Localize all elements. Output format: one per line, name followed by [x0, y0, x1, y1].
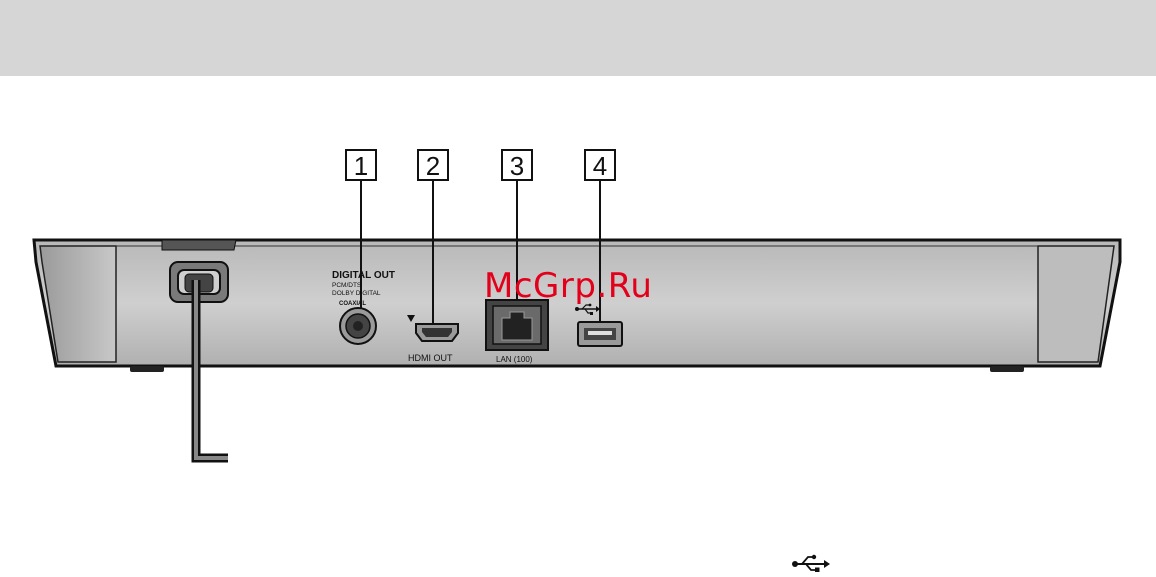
watermark-text: McGrp.Ru	[484, 266, 652, 306]
callout-3-label: 3	[510, 151, 524, 181]
hdmi-out-label: HDMI OUT	[408, 353, 453, 363]
usb-icon	[792, 552, 832, 577]
callout-2-label: 2	[426, 151, 440, 181]
coaxial-label: COAXIAL	[339, 301, 366, 307]
digital-out-label: DIGITAL OUT	[332, 270, 395, 281]
callout-4-label: 4	[593, 151, 607, 181]
lan-label: LAN (100)	[496, 355, 533, 364]
callout-1-label: 1	[354, 151, 368, 181]
digital-out-sub2: DOLBY DIGITAL	[332, 290, 381, 297]
digital-out-sub1: PCM/DTS	[332, 282, 362, 289]
